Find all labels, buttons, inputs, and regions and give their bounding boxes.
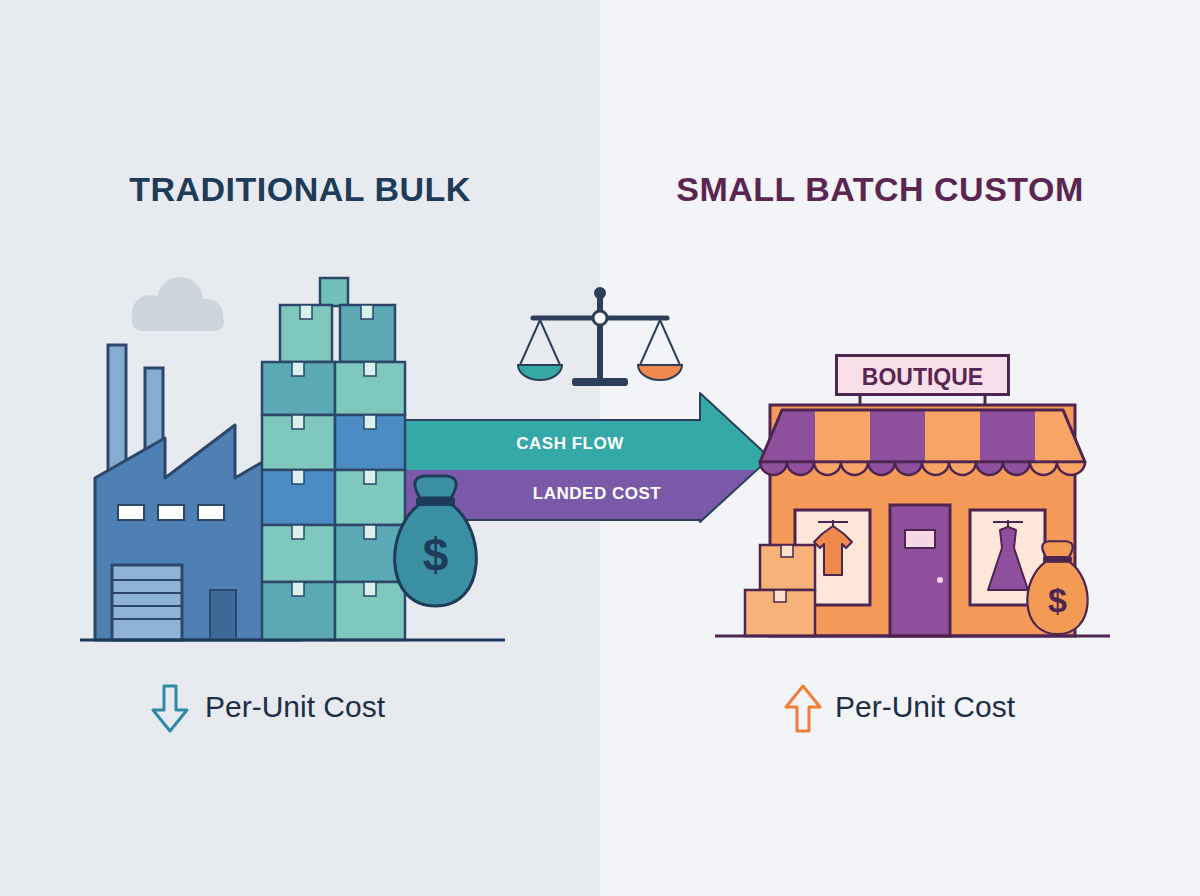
ground-line	[80, 639, 505, 642]
money-bag: $	[378, 470, 493, 610]
garage-door-lines	[112, 580, 182, 619]
cost-label: Per-Unit Cost	[205, 690, 485, 724]
arrow-head	[700, 393, 770, 470]
box-stack	[262, 278, 405, 640]
landed-cost-band	[400, 470, 702, 520]
bag-tie	[1043, 556, 1072, 562]
ground-line	[715, 635, 1110, 638]
panel-heading: SMALL BATCH CUSTOM	[600, 170, 1160, 209]
shop-sign: BOUTIQUE	[835, 354, 1010, 396]
shop-boxes	[745, 545, 815, 636]
up-arrow	[786, 686, 820, 731]
down-arrow	[153, 686, 187, 731]
dollar-sign: $	[1015, 581, 1100, 620]
money-bag: $	[1015, 537, 1100, 637]
cost-label: Per-Unit Cost	[835, 690, 1115, 724]
bag-tie	[416, 497, 455, 506]
balance-scale	[518, 287, 682, 386]
cloud	[132, 277, 224, 331]
sign-text: BOUTIQUE	[838, 364, 1007, 391]
box-tapes	[292, 305, 376, 596]
bag-top	[415, 476, 456, 498]
arrow-outline	[400, 393, 770, 522]
factory-door	[210, 590, 236, 640]
bag-top	[1042, 541, 1073, 557]
panel-heading: TRADITIONAL BULK	[0, 170, 600, 209]
garage-door	[112, 565, 182, 640]
dollar-sign: $	[378, 528, 493, 582]
cash-flow-band	[400, 420, 702, 470]
factory-windows	[118, 505, 224, 520]
